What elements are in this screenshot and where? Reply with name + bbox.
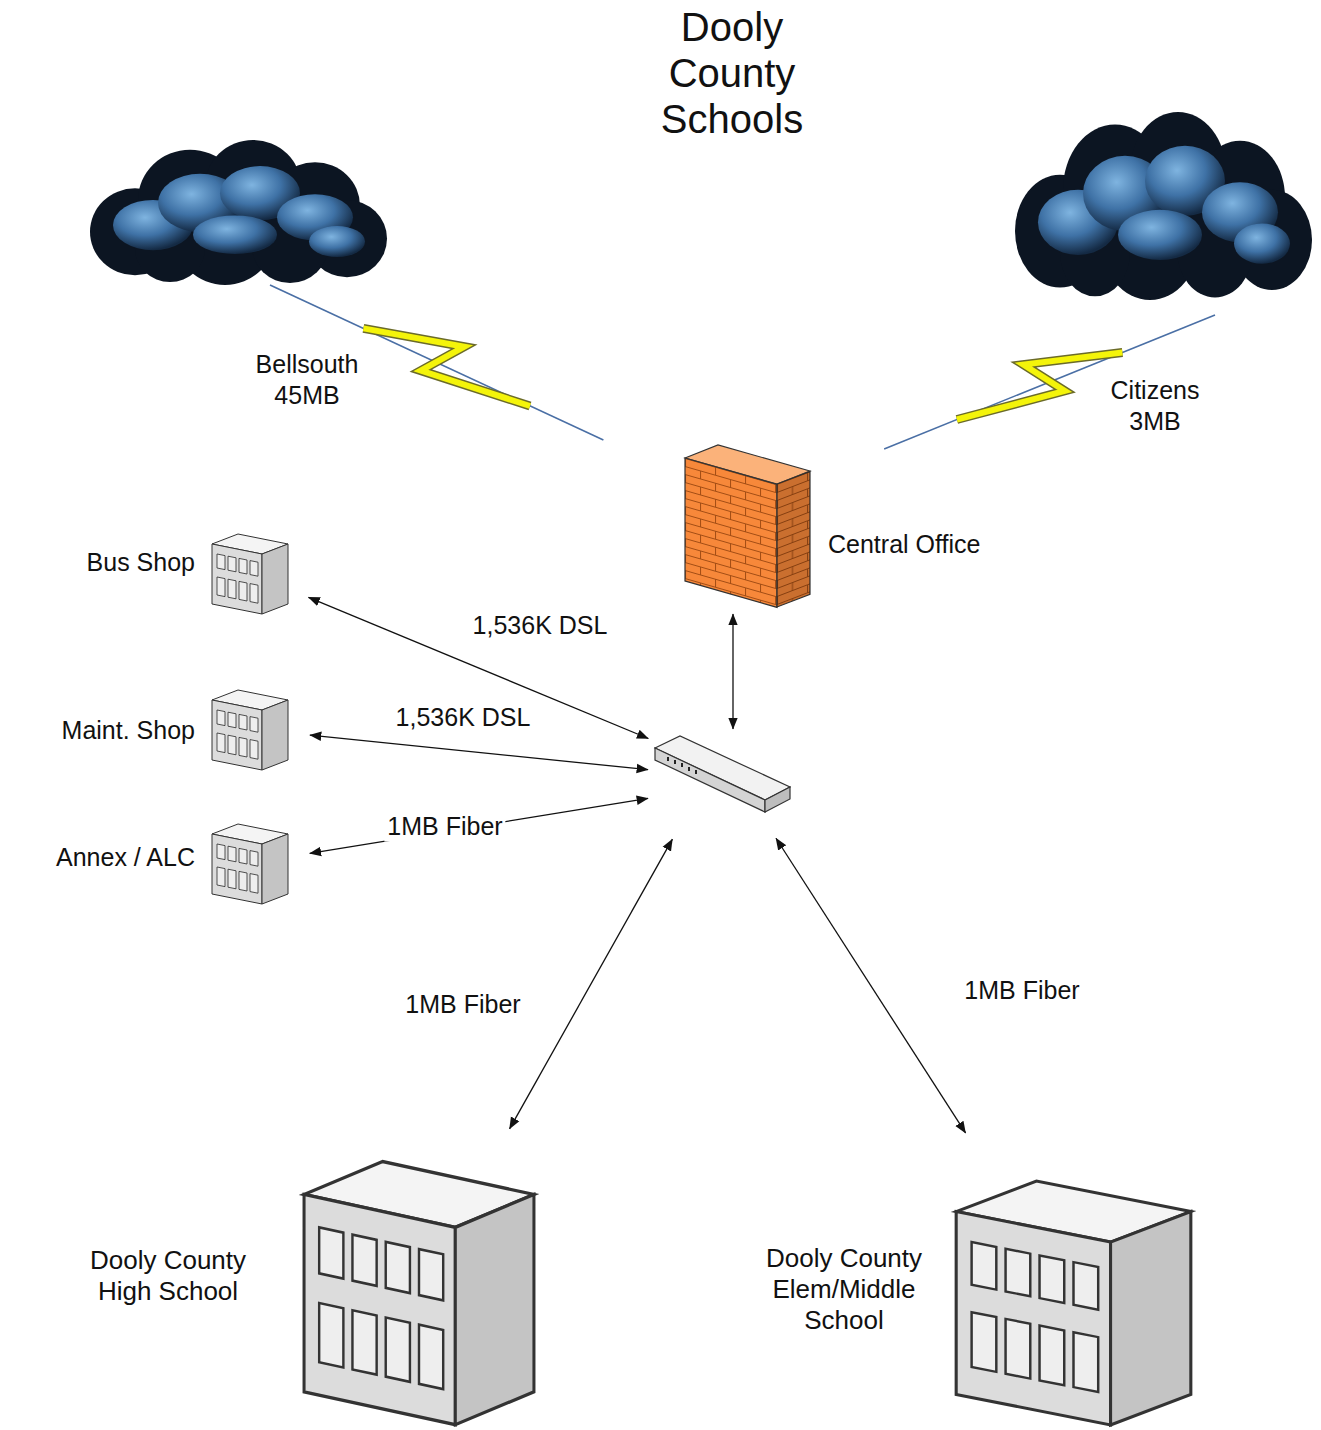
- building-node: Annex / ALC: [210, 822, 290, 905]
- node-label: Dooly County Elem/Middle School: [742, 1243, 946, 1336]
- building-node: Maint. Shop: [210, 688, 290, 771]
- link-line: [510, 839, 673, 1129]
- cloud-node: [1000, 112, 1315, 300]
- node-label: Maint. Shop: [62, 715, 195, 746]
- network-link: [733, 614, 734, 729]
- network-link: [310, 735, 648, 770]
- link-label: 1MB Fiber: [384, 811, 505, 842]
- school-building-node: Dooly County High School: [298, 1155, 540, 1428]
- building-icon: [212, 690, 288, 770]
- building-icon: [212, 824, 288, 904]
- diagram-title: Dooly County Schools: [622, 4, 842, 142]
- network-link: [510, 839, 673, 1129]
- network-link: [310, 798, 648, 853]
- link-line: [310, 735, 648, 770]
- link-label: 1,536K DSL: [470, 610, 611, 641]
- building-node: Bus Shop: [210, 532, 290, 615]
- school-building-node: Dooly County Elem/Middle School: [950, 1175, 1197, 1428]
- building-icon: [304, 1162, 534, 1425]
- bolt-outline: [363, 328, 530, 406]
- cloud-node: [75, 140, 390, 285]
- node-label: Annex / ALC: [56, 842, 195, 873]
- node-label: Bus Shop: [87, 547, 195, 578]
- node-label: Dooly County High School: [66, 1245, 270, 1307]
- node-label: Central Office: [828, 529, 980, 560]
- cloud-icon: [90, 140, 387, 285]
- link-line: [310, 798, 648, 853]
- link-line: [732, 614, 733, 729]
- link-label: Bellsouth 45MB: [229, 349, 385, 411]
- link-label: Citizens 3MB: [1087, 375, 1223, 437]
- building-icon: [212, 534, 288, 614]
- link-label: 1MB Fiber: [402, 989, 523, 1020]
- firewall-icon: [685, 445, 810, 607]
- network-link: [308, 597, 648, 738]
- link-line: [776, 838, 966, 1133]
- link-label: 1,536K DSL: [393, 702, 534, 733]
- building-icon: [956, 1181, 1191, 1425]
- firewall-node: Central Office: [685, 445, 810, 610]
- cloud-icon: [1015, 112, 1312, 300]
- switch-icon: [655, 736, 790, 812]
- switch-node: [652, 733, 792, 813]
- network-link: [776, 838, 966, 1133]
- link-label: 1MB Fiber: [961, 975, 1082, 1006]
- bolt-fill: [363, 328, 530, 406]
- link-line: [308, 597, 648, 738]
